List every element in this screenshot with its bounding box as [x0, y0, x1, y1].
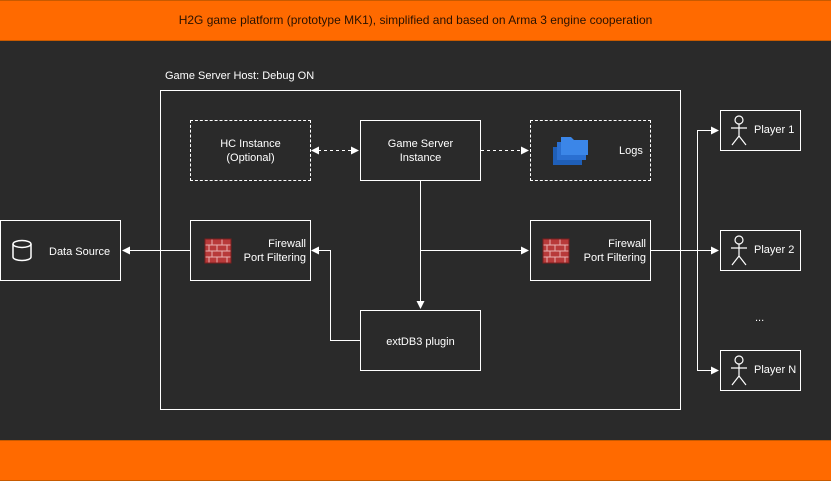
firewall-left-subtitle: Port Filtering	[243, 252, 306, 264]
actor-icon	[731, 115, 747, 146]
firewall-left-title: Firewall	[268, 238, 306, 250]
game-server-subtitle: Instance	[399, 152, 442, 164]
firewall-right-node: Firewall Port Filtering	[530, 220, 651, 281]
extdb3-label: extDB3 plugin	[386, 336, 455, 348]
actor-icon	[731, 355, 747, 386]
player-n-node: Player N	[720, 350, 801, 391]
folders-icon	[553, 137, 588, 165]
player-2-label: Player 2	[754, 244, 795, 256]
hc-instance-title: HC Instance	[220, 138, 281, 150]
hc-instance-subtitle: (Optional)	[226, 152, 275, 164]
game-server-title: Game Server	[387, 138, 454, 150]
firewall-icon	[542, 238, 570, 264]
logs-label: Logs	[619, 145, 643, 157]
firewall-left-node: Firewall Port Filtering	[190, 220, 311, 281]
firewall-icon	[204, 238, 232, 264]
host-label: Game Server Host: Debug ON	[165, 70, 315, 82]
database-icon	[12, 239, 32, 262]
player-n-label: Player N	[754, 364, 797, 376]
players-ellipsis: ...	[755, 312, 765, 324]
data-source-label: Data Source	[49, 246, 111, 258]
player-1-label: Player 1	[754, 124, 795, 136]
game-server-node: Game Server Instance	[360, 120, 481, 181]
firewall-right-title: Firewall	[608, 238, 646, 250]
player-1-node: Player 1	[720, 110, 801, 151]
firewall-right-subtitle: Port Filtering	[583, 252, 646, 264]
extdb3-firewall-left-link	[311, 246, 360, 341]
hc-instance-node: HC Instance (Optional)	[190, 120, 311, 181]
actor-icon	[731, 235, 747, 266]
logs-node: Logs	[530, 120, 651, 181]
player-2-node: Player 2	[720, 230, 801, 271]
extdb3-node: extDB3 plugin	[360, 310, 481, 371]
firewall-player1-link	[697, 126, 719, 251]
diagram-title: H2G game platform (prototype MK1), simpl…	[178, 13, 653, 27]
data-source-node: Data Source	[0, 220, 121, 281]
header-banner: H2G game platform (prototype MK1), simpl…	[0, 0, 831, 41]
firewall-playern-link	[697, 250, 719, 375]
footer-banner	[0, 440, 831, 481]
